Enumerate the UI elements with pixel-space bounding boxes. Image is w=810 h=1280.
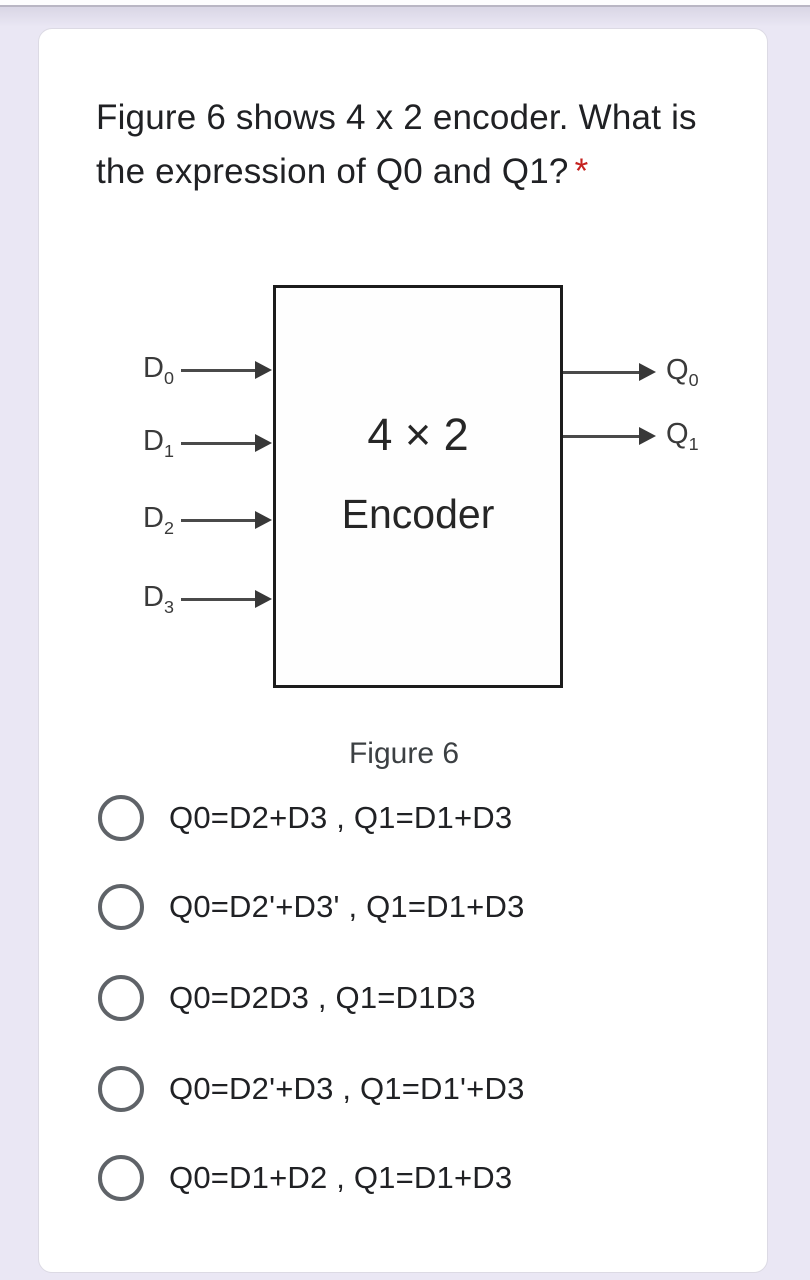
output-label-q0: Q0 bbox=[666, 353, 699, 390]
input-row-d3: D3 bbox=[143, 579, 272, 619]
output-row-q1: Q1 bbox=[563, 416, 699, 456]
option-row[interactable]: Q0=D2D3 , Q1=D1D3 bbox=[98, 975, 738, 1021]
arrowhead-icon bbox=[255, 361, 272, 379]
input-wire-d3 bbox=[181, 597, 255, 601]
input-label-d3: D3 bbox=[143, 580, 174, 617]
option-label[interactable]: Q0=D2'+D3 , Q1=D1'+D3 bbox=[169, 1071, 525, 1106]
input-row-d1: D1 bbox=[143, 423, 272, 463]
figure-caption: Figure 6 bbox=[348, 737, 460, 770]
required-asterisk: * bbox=[574, 152, 589, 191]
input-label-d1: D1 bbox=[143, 424, 174, 461]
radio-button-icon[interactable] bbox=[98, 1155, 144, 1201]
question-text-content: Figure 6 shows 4 x 2 encoder. What is th… bbox=[96, 98, 697, 191]
radio-button-icon[interactable] bbox=[98, 1066, 144, 1112]
option-label[interactable]: Q0=D2'+D3' , Q1=D1+D3 bbox=[169, 889, 525, 924]
output-wire-q1 bbox=[563, 434, 639, 438]
input-wire-d0 bbox=[181, 368, 255, 372]
page-top-bar bbox=[0, 0, 810, 5]
option-row[interactable]: Q0=D2'+D3 , Q1=D1'+D3 bbox=[98, 1066, 738, 1112]
page-top-divider bbox=[0, 5, 810, 7]
option-label[interactable]: Q0=D2D3 , Q1=D1D3 bbox=[169, 980, 476, 1015]
input-wire-d1 bbox=[181, 441, 255, 445]
encoder-box-title: 4 × 2 bbox=[367, 409, 469, 460]
arrowhead-icon bbox=[255, 511, 272, 529]
option-label[interactable]: Q0=D1+D2 , Q1=D1+D3 bbox=[169, 1160, 513, 1195]
radio-button-icon[interactable] bbox=[98, 795, 144, 841]
option-row[interactable]: Q0=D1+D2 , Q1=D1+D3 bbox=[98, 1155, 738, 1201]
input-label-d2: D2 bbox=[143, 501, 174, 538]
arrowhead-icon bbox=[639, 363, 656, 381]
option-row[interactable]: Q0=D2'+D3' , Q1=D1+D3 bbox=[98, 884, 738, 930]
output-label-q1: Q1 bbox=[666, 417, 699, 454]
output-row-q0: Q0 bbox=[563, 352, 699, 392]
arrowhead-icon bbox=[255, 434, 272, 452]
output-wire-q0 bbox=[563, 370, 639, 374]
input-row-d2: D2 bbox=[143, 500, 272, 540]
question-card: Figure 6 shows 4 x 2 encoder. What is th… bbox=[38, 28, 768, 1273]
input-row-d0: D0 bbox=[143, 350, 272, 390]
arrowhead-icon bbox=[639, 427, 656, 445]
input-wire-d2 bbox=[181, 518, 255, 522]
radio-button-icon[interactable] bbox=[98, 975, 144, 1021]
input-label-d0: D0 bbox=[143, 351, 174, 388]
option-row[interactable]: Q0=D2+D3 , Q1=D1+D3 bbox=[98, 795, 738, 841]
question-text: Figure 6 shows 4 x 2 encoder. What is th… bbox=[96, 91, 716, 199]
encoder-box bbox=[273, 285, 563, 688]
arrowhead-icon bbox=[255, 590, 272, 608]
page-top-shadow bbox=[0, 7, 810, 27]
radio-button-icon[interactable] bbox=[98, 884, 144, 930]
option-label[interactable]: Q0=D2+D3 , Q1=D1+D3 bbox=[169, 800, 513, 835]
encoder-box-subtitle: Encoder bbox=[341, 491, 495, 537]
